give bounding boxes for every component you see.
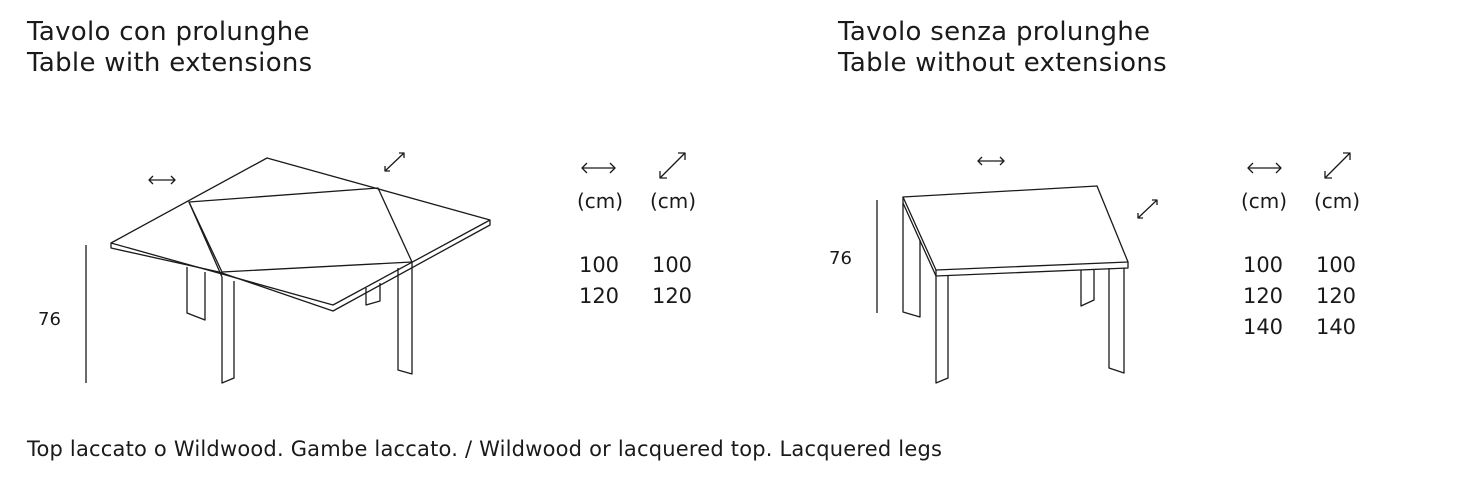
right-width-values: 100 120 140 [1233,250,1293,343]
right-diag-values: 100 120 140 [1306,250,1366,343]
left-title: Tavolo con prolunghe Table with extensio… [27,17,313,79]
right-back-left-leg [902,203,921,318]
right-right-leg [1108,268,1125,374]
left-drawing-width-arrow-icon [148,175,176,185]
left-legend-width-icon [581,162,616,174]
left-legend-diag-icon [659,152,686,179]
left-back-leg [186,267,206,321]
left-right-leg [397,267,413,375]
right-legend-width-icon [1247,162,1282,174]
left-diag-value: 100 [651,253,693,277]
right-drawing-diag-arrow-icon [1137,199,1158,219]
left-drawing-diag-arrow-icon [384,152,405,172]
extendable-table-drawing [85,152,491,384]
right-title-en: Table without extensions [838,48,1168,78]
left-unit-width: (cm) [577,189,624,213]
left-unit-diag: (cm) [650,189,697,213]
right-title-it: Tavolo senza prolunghe [838,17,1151,47]
right-table-top [902,185,1129,271]
left-title-it: Tavolo con prolunghe [27,17,310,47]
right-drawing-width-arrow-icon [977,156,1005,166]
right-back-right-leg [1080,270,1095,307]
left-front-leg [221,277,235,384]
materials-note: Top laccato o Wildwood. Gambe laccato. /… [27,437,943,461]
left-width-value: 120 [578,284,620,308]
right-width-value: 100 [1242,253,1284,277]
right-unit-diag: (cm) [1314,189,1361,213]
right-diag-value: 100 [1315,253,1357,277]
right-unit-width: (cm) [1241,189,1288,213]
left-inner-square [188,187,413,273]
right-height-label: 76 [829,248,852,269]
right-front-leg [935,276,949,384]
left-back-right-leg [365,283,381,306]
right-width-value: 140 [1242,315,1284,339]
right-diag-value: 140 [1315,315,1357,339]
left-title-en: Table with extensions [27,48,313,78]
left-width-values: 100 120 [569,250,629,312]
left-diag-value: 120 [651,284,693,308]
left-width-value: 100 [578,253,620,277]
right-diag-value: 120 [1315,284,1357,308]
left-diag-values: 100 120 [642,250,702,312]
right-legend-diag-icon [1324,152,1351,179]
left-height-label: 76 [38,309,61,330]
right-title: Tavolo senza prolunghe Table without ext… [838,17,1167,79]
right-width-value: 120 [1242,284,1284,308]
fixed-table-drawing [876,156,1158,384]
